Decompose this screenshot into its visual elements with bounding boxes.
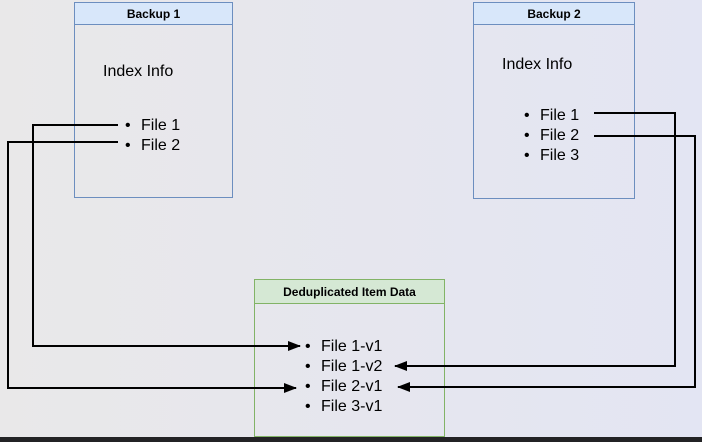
list-item: File 2 bbox=[474, 126, 634, 146]
list-item: File 1-v1 bbox=[255, 337, 444, 357]
list-item: File 3 bbox=[474, 146, 634, 166]
dedup-file-list: File 1-v1 File 1-v2 File 2-v1 File 3-v1 bbox=[255, 337, 444, 417]
list-item: File 1 bbox=[75, 116, 232, 136]
backup2-title: Backup 2 bbox=[474, 3, 634, 25]
backup1-title: Backup 1 bbox=[75, 3, 232, 25]
bottom-window-edge bbox=[0, 437, 702, 442]
backup2-file-list: File 1 File 2 File 3 bbox=[474, 106, 634, 166]
list-item: File 2 bbox=[75, 136, 232, 156]
list-item: File 1-v2 bbox=[255, 357, 444, 377]
deduplicated-item-data-title: Deduplicated Item Data bbox=[255, 280, 444, 304]
list-item: File 3-v1 bbox=[255, 397, 444, 417]
list-item: File 2-v1 bbox=[255, 377, 444, 397]
backup1-index-info-label: Index Info bbox=[103, 63, 174, 80]
backup2-index-info-label: Index Info bbox=[502, 56, 573, 73]
backup1-file-list: File 1 File 2 bbox=[75, 116, 232, 156]
deduplicated-item-data-box: Deduplicated Item Data File 1-v1 File 1-… bbox=[254, 279, 445, 437]
backup1-box: Backup 1 Index Info File 1 File 2 bbox=[74, 2, 233, 198]
list-item: File 1 bbox=[474, 106, 634, 126]
backup2-box: Backup 2 Index Info File 1 File 2 File 3 bbox=[473, 2, 635, 199]
